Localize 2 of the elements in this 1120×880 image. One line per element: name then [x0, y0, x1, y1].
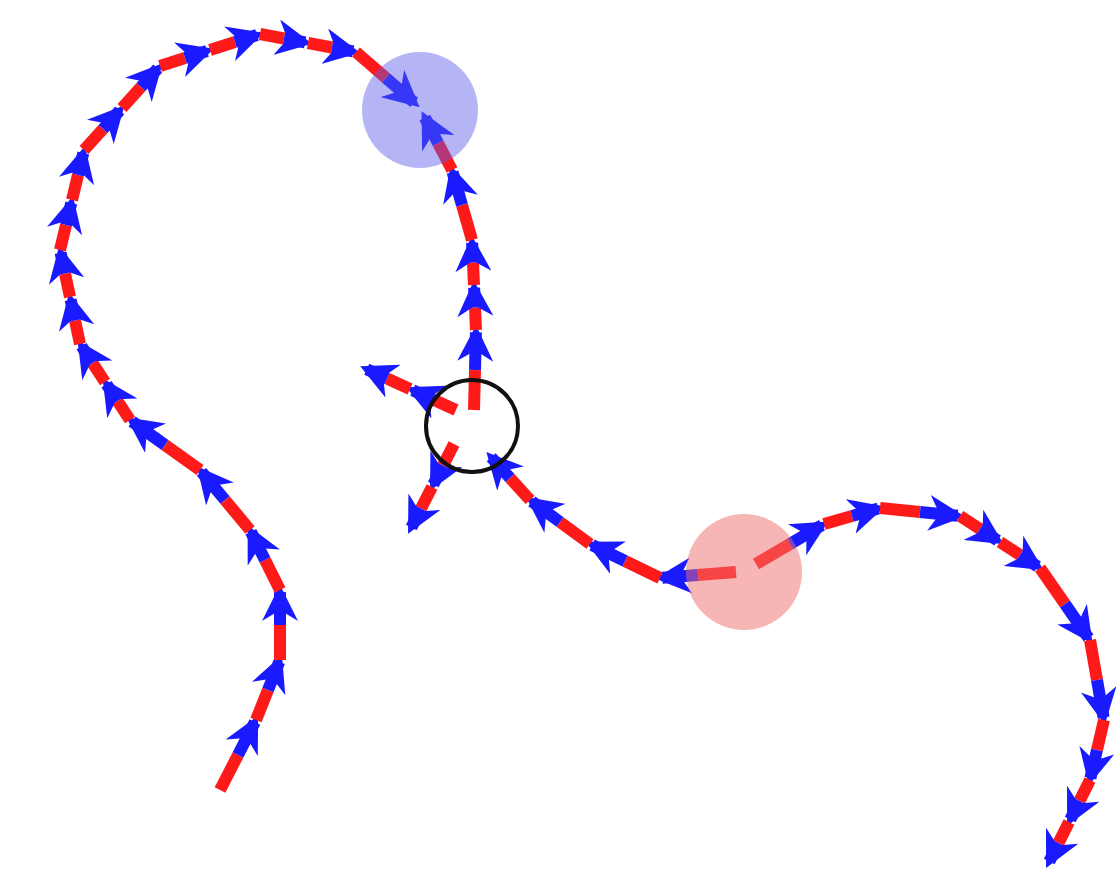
circle-marker — [362, 52, 478, 168]
circle-marker — [424, 378, 520, 474]
